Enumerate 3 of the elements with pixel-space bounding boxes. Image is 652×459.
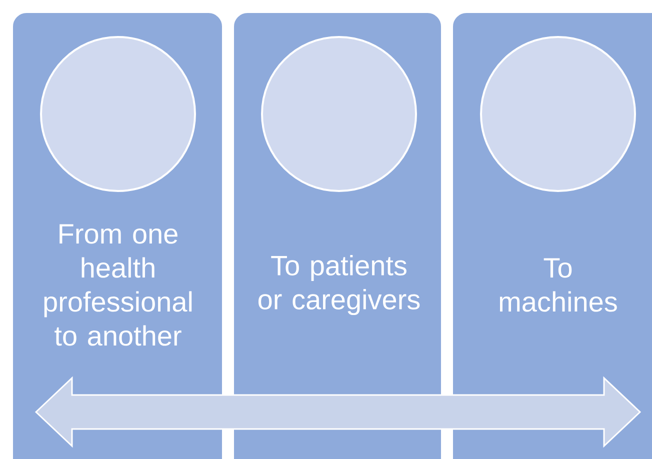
circle-shape bbox=[480, 36, 636, 192]
circle-shape bbox=[40, 36, 196, 192]
circle-shape bbox=[261, 36, 417, 192]
